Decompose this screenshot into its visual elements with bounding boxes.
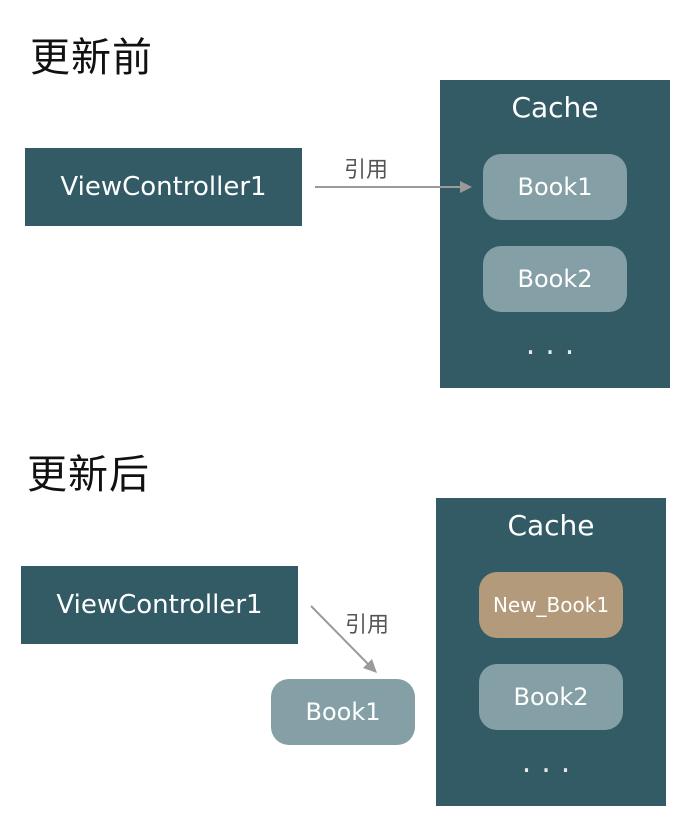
after-cache-ellipsis: ... [521,745,581,780]
before-reference-label: 引用 [344,158,389,183]
after-detached-book1-label: Book1 [305,698,381,726]
before-cache-book1: Book1 [483,154,627,220]
before-cache-panel: Cache Book1 Book2 ... [440,80,670,388]
after-cache-new-book1: New_Book1 [479,572,623,638]
before-cache-book2-label: Book2 [517,265,593,293]
before-cache-book2: Book2 [483,246,627,312]
after-reference-label: 引用 [345,613,390,638]
after-cache-title: Cache [507,509,595,542]
after-cache-panel: Cache New_Book1 Book2 ... [436,498,666,806]
before-view-controller-label: ViewController1 [60,172,267,202]
before-view-controller: ViewController1 [25,148,302,226]
after-view-controller: ViewController1 [21,566,298,644]
before-cache-book1-label: Book1 [517,173,593,201]
before-cache-title: Cache [511,91,599,124]
after-cache-book2-label: Book2 [513,683,589,711]
before-cache-ellipsis: ... [525,327,585,362]
after-cache-book2: Book2 [479,664,623,730]
after-detached-book1: Book1 [271,679,415,745]
after-heading: 更新后 [27,452,150,498]
after-view-controller-label: ViewController1 [56,590,263,620]
before-heading: 更新前 [30,35,153,81]
after-cache-new-book1-label: New_Book1 [492,593,610,617]
